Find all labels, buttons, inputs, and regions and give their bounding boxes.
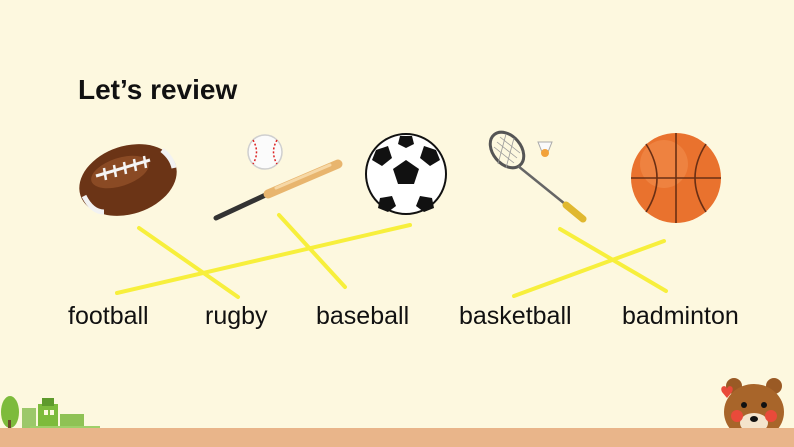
- floor-strip: [0, 428, 794, 447]
- baseball-bat-icon[interactable]: [213, 134, 343, 221]
- basketball-icon[interactable]: [631, 133, 721, 223]
- soccer-ball-icon[interactable]: [365, 133, 447, 215]
- rugby-ball-icon[interactable]: [70, 132, 186, 228]
- town-decoration-icon: [1, 396, 100, 432]
- page-title: Let’s review: [78, 74, 238, 105]
- match-lines: [115, 213, 668, 299]
- word-rugby: rugby: [205, 302, 268, 330]
- word-badminton: badminton: [622, 302, 739, 330]
- badminton-icon[interactable]: [483, 126, 587, 223]
- word-football: football: [68, 302, 149, 330]
- word-baseball: baseball: [316, 302, 410, 330]
- word-basketball: basketball: [459, 302, 572, 330]
